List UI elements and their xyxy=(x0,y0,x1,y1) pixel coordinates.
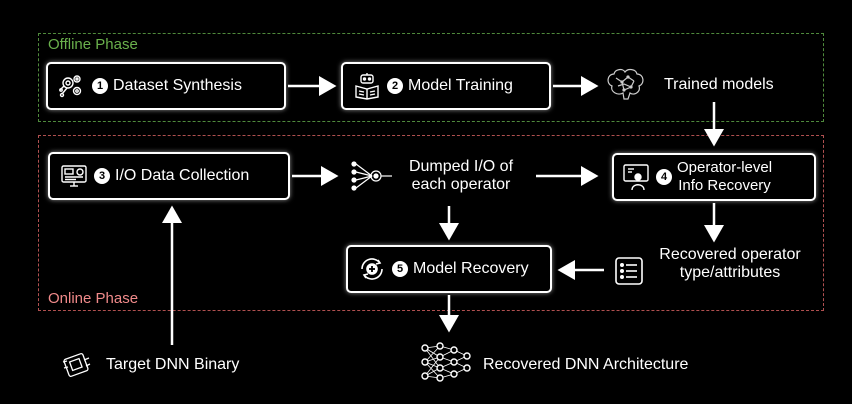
step-number-5: 5 xyxy=(392,261,408,277)
robot-reading-book-icon xyxy=(355,73,379,100)
neural-network-icon xyxy=(421,342,471,382)
person-analyzing-icon xyxy=(623,164,649,191)
dumped-io-label: Dumped I/O of each operator xyxy=(396,158,526,194)
operator-info-recovery-line2: Info Recovery xyxy=(678,177,771,194)
neuron-fan-in-icon xyxy=(351,161,392,191)
operator-info-recovery-box: 4 Operator-level Info Recovery xyxy=(612,153,816,201)
dumped-io-line2: each operator xyxy=(411,176,511,193)
model-training-box: 2 Model Training xyxy=(341,62,551,110)
trained-models-label: Trained models xyxy=(664,76,774,93)
target-dnn-binary-label: Target DNN Binary xyxy=(106,356,240,373)
model-recovery-box: 5 Model Recovery xyxy=(346,245,552,293)
dataset-synthesis-box: 1 Dataset Synthesis xyxy=(46,62,286,110)
model-training-label: Model Training xyxy=(408,77,513,94)
step-number-1: 1 xyxy=(92,78,108,94)
io-data-collection-label: I/O Data Collection xyxy=(115,167,250,184)
step-number-2: 2 xyxy=(387,78,403,94)
recovered-operator-line2: type/attributes xyxy=(679,264,781,281)
operator-info-recovery-label: Operator-level Info Recovery xyxy=(677,159,772,195)
recovered-operator-line1: Recovered operator xyxy=(659,246,801,263)
io-data-collection-box: 3 I/O Data Collection xyxy=(48,152,290,200)
online-phase-label: Online Phase xyxy=(48,290,139,307)
offline-phase-box xyxy=(38,33,824,122)
model-recovery-label: Model Recovery xyxy=(413,260,529,277)
dataset-synthesis-label: Dataset Synthesis xyxy=(113,77,242,94)
operator-info-recovery-line1: Operator-level xyxy=(677,159,773,176)
recovery-cycle-icon xyxy=(361,258,383,280)
step-number-3: 3 xyxy=(94,168,110,184)
dumped-io-line1: Dumped I/O of xyxy=(408,158,514,175)
recovered-operator-label: Recovered operator type/attributes xyxy=(650,246,810,282)
monitor-dashboard-icon xyxy=(61,165,87,187)
offline-phase-label: Offline Phase xyxy=(48,36,138,53)
gears-network-icon xyxy=(59,75,82,98)
circuit-chip-icon xyxy=(62,353,91,377)
step-number-4: 4 xyxy=(656,169,672,185)
recovered-dnn-architecture-label: Recovered DNN Architecture xyxy=(483,356,689,373)
brain-icon xyxy=(607,68,644,100)
checklist-icon xyxy=(615,257,643,285)
online-phase-box xyxy=(38,135,824,311)
